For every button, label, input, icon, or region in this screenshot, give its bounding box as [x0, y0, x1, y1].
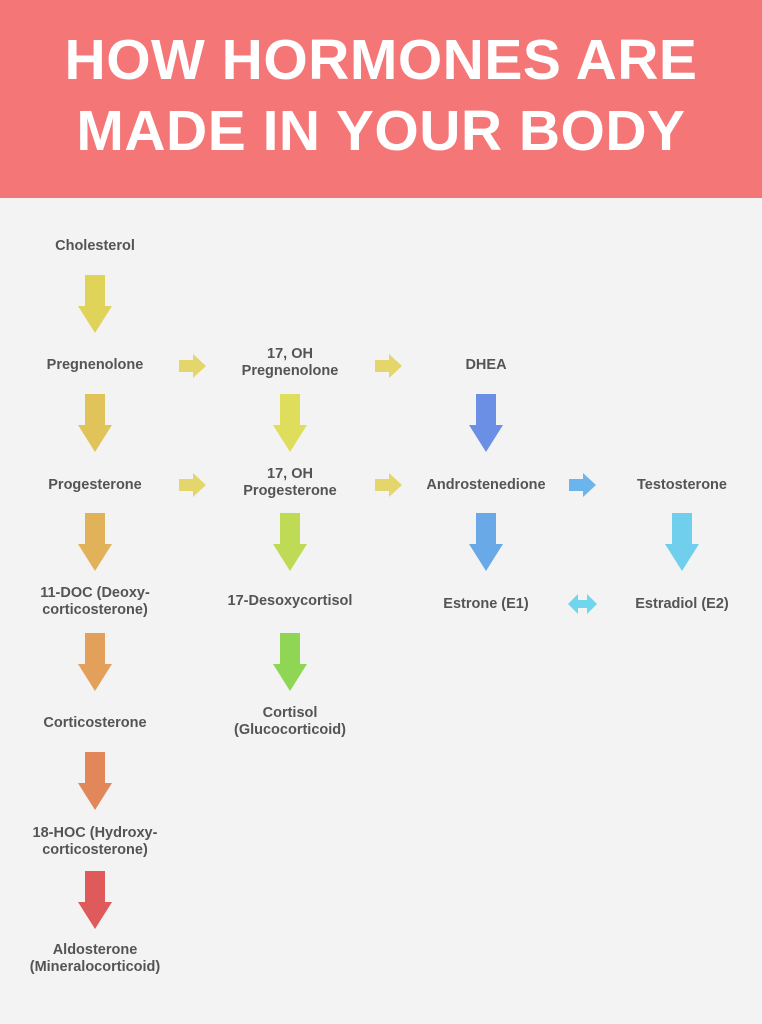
node-estradiol: Estradiol (E2) — [635, 596, 729, 612]
arrow-estrone-estradiol-double — [568, 594, 597, 614]
node-17-desoxycortisol: 17-Desoxycortisol — [227, 593, 353, 609]
arrow-17-oh-progesterone-to-androstenedione — [375, 473, 402, 497]
arrow-11-doc-to-corticosterone — [78, 633, 112, 691]
arrow-pregnenolone-to-17-oh-pregnenolone — [179, 354, 206, 378]
node-17-oh-progesterone: 17, OH Progesterone — [195, 466, 385, 500]
arrow-testosterone-to-estradiol — [665, 513, 699, 571]
node-cortisol-line2: (Glucocorticoid) — [234, 722, 346, 738]
node-17-oh-pregnenolone-line1: 17, OH — [267, 346, 313, 362]
arrow-17-oh-progesterone-to-17-desoxycortisol — [273, 513, 307, 571]
title-banner: HOW HORMONES ARE MADE IN YOUR BODY — [0, 0, 762, 198]
node-17-oh-pregnenolone: 17, OH Pregnenolone — [195, 346, 385, 380]
arrow-pregnenolone-to-progesterone — [78, 394, 112, 452]
node-progesterone: Progesterone — [48, 477, 142, 493]
arrow-17-oh-pregnenolone-to-17-oh-progesterone — [273, 394, 307, 452]
node-aldosterone-line2: (Mineralocorticoid) — [29, 959, 161, 975]
node-androstenedione: Androstenedione — [426, 477, 546, 493]
node-dhea: DHEA — [465, 357, 507, 373]
node-cortisol: Cortisol (Glucocorticoid) — [195, 705, 385, 739]
node-aldosterone-line1: Aldosterone — [52, 942, 138, 958]
node-11-doc: 11-DOC (Deoxy- corticosterone) — [0, 585, 190, 619]
arrow-androstenedione-to-testosterone — [569, 473, 596, 497]
arrow-progesterone-to-17-oh-progesterone — [179, 473, 206, 497]
node-17-oh-progesterone-line1: 17, OH — [267, 466, 313, 482]
arrow-androstenedione-to-estrone — [469, 513, 503, 571]
node-aldosterone: Aldosterone (Mineralocorticoid) — [0, 942, 190, 976]
node-18-hoc-line1: 18-HOC (Hydroxy- — [32, 825, 158, 841]
arrow-17-desoxycortisol-to-cortisol — [273, 633, 307, 691]
arrow-18-hoc-to-aldosterone — [78, 871, 112, 929]
node-11-doc-line1: 11-DOC (Deoxy- — [40, 585, 150, 601]
arrow-dhea-to-androstenedione — [469, 394, 503, 452]
arrow-17-oh-pregnenolone-to-dhea — [375, 354, 402, 378]
arrow-cholesterol-to-pregnenolone — [78, 275, 112, 333]
title-line-2: MADE IN YOUR BODY — [76, 99, 686, 163]
arrow-corticosterone-to-18-hoc — [78, 752, 112, 810]
node-18-hoc-line2: corticosterone) — [42, 842, 148, 858]
node-pregnenolone: Pregnenolone — [46, 357, 144, 373]
node-testosterone: Testosterone — [637, 477, 727, 493]
node-17-oh-progesterone-line2: Progesterone — [243, 483, 337, 499]
title-line-1: HOW HORMONES ARE — [64, 28, 698, 92]
node-corticosterone: Corticosterone — [43, 715, 147, 731]
node-11-doc-line2: corticosterone) — [42, 602, 148, 618]
node-cortisol-line1: Cortisol — [262, 705, 318, 721]
arrow-progesterone-to-11-doc — [78, 513, 112, 571]
node-cholesterol: Cholesterol — [55, 238, 135, 254]
node-estrone: Estrone (E1) — [443, 596, 529, 612]
node-18-hoc: 18-HOC (Hydroxy- corticosterone) — [0, 825, 190, 859]
node-17-oh-pregnenolone-line2: Pregnenolone — [241, 363, 339, 379]
